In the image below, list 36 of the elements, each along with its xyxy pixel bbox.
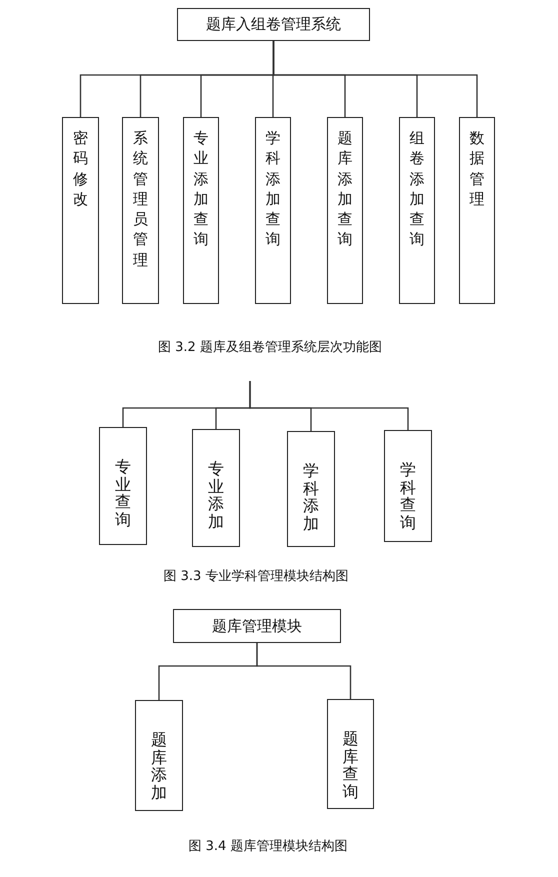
module-label: 题库入组卷管理系统 [206,15,341,34]
module-label: 题库添加查询 [338,128,352,250]
figure-caption: 图 3.4 题库管理模块结构图 [188,838,348,855]
module-box [327,117,363,304]
module-label: 专业添加查询 [194,128,208,250]
module-box [173,609,341,643]
module-label: 学科添加查询 [266,128,280,250]
module-label: 学科添加 [303,462,319,532]
module-box [183,117,219,304]
module-label: 题库查询 [342,730,358,800]
module-label: 密码修改 [73,128,88,209]
module-box [177,8,370,41]
connector-line [272,41,478,117]
module-label: 专业查询 [115,458,131,528]
module-label: 数据管理 [470,128,484,209]
module-box [99,427,147,545]
module-box [399,117,435,304]
module-label: 题库管理模块 [212,616,302,636]
module-label: 系统管理员管理 [133,128,148,270]
module-box [327,699,374,809]
module-label: 题库添加 [151,731,167,802]
module-box [287,431,335,547]
module-label: 专业添加 [208,460,224,530]
connector-line [256,643,352,699]
module-box [192,429,240,547]
module-label: 组卷添加查询 [410,128,424,250]
figure-caption: 图 3.3 专业学科管理模块结构图 [164,568,348,585]
module-box [384,430,432,542]
module-box [135,700,183,811]
module-box [255,117,291,304]
module-label: 学科查询 [400,461,416,532]
module-box [459,117,495,304]
figure-caption: 图 3.2 题库及组卷管理系统层次功能图 [158,339,382,356]
module-box [62,117,99,304]
connector-line [249,381,409,430]
module-box [122,117,159,304]
